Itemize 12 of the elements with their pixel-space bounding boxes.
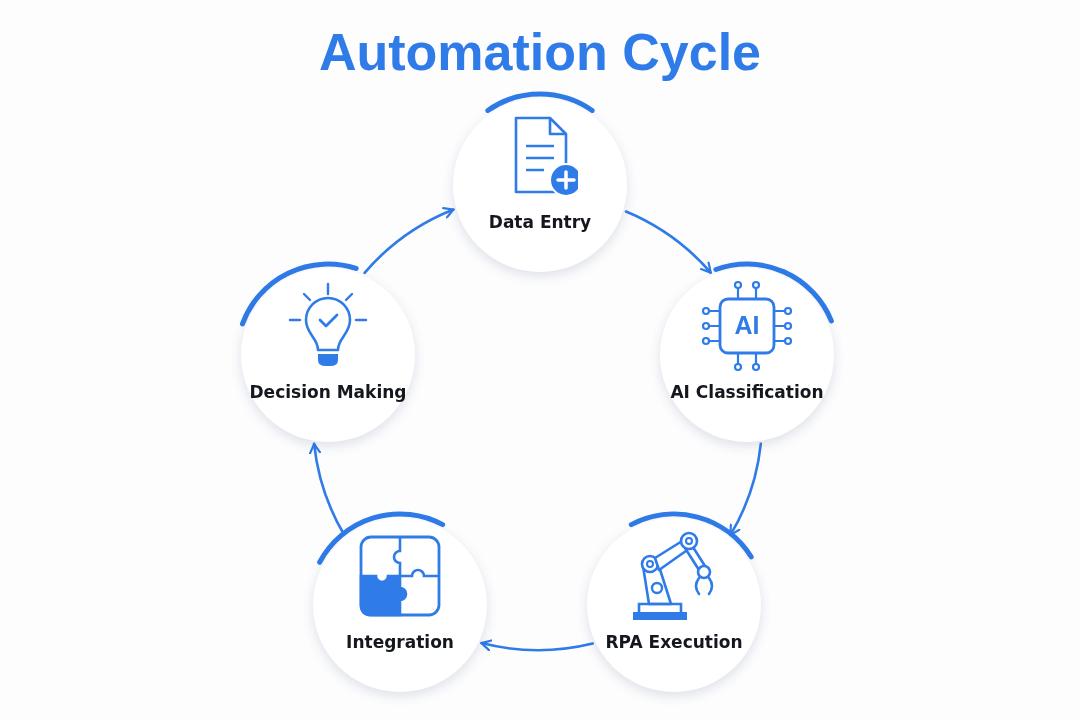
title: Automation Cycle (318, 23, 762, 81)
cycle-arrow (309, 442, 346, 536)
step-label: Decision Making (248, 382, 408, 402)
cycle-arrow (480, 638, 594, 652)
step-label: Integration (345, 632, 455, 652)
cycle-arrow (363, 207, 455, 275)
chip-label: AI (733, 313, 761, 338)
cycle-arrow (624, 210, 712, 274)
step-label: RPA Execution (604, 632, 744, 652)
step-label: Data Entry (487, 212, 593, 232)
cycle-arrow (729, 442, 763, 537)
step-label: AI Classification (669, 382, 825, 402)
